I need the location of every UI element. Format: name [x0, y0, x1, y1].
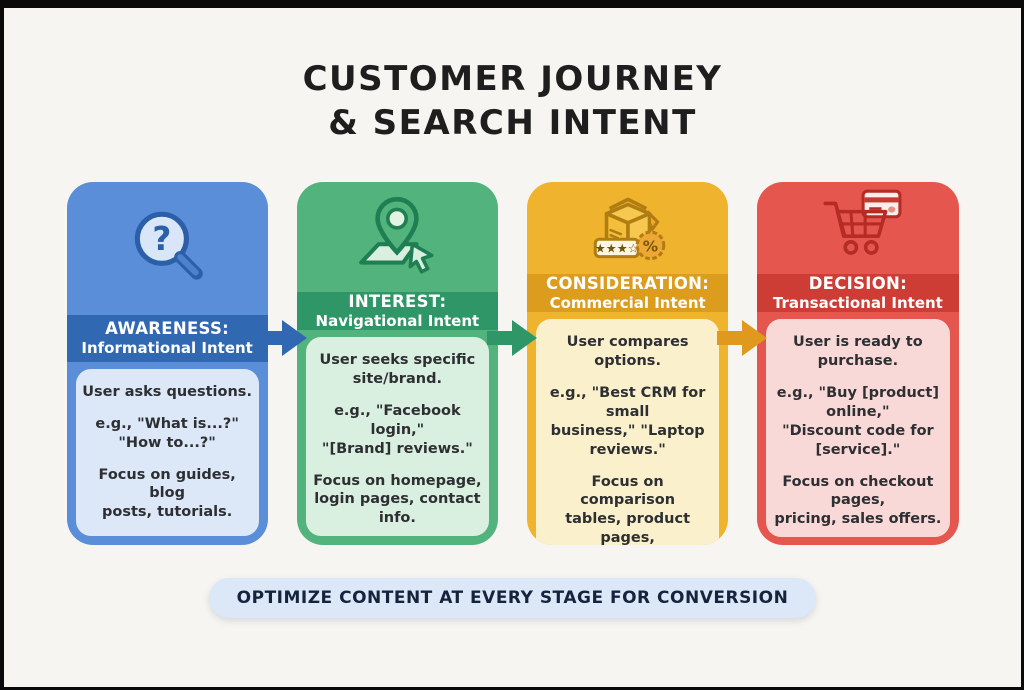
page-title: CUSTOMER JOURNEY & SEARCH INTENT — [302, 59, 723, 143]
stage-label: INTEREST: — [348, 291, 447, 311]
stage-focus-text: Focus on checkout pages, pricing, sales … — [774, 473, 942, 528]
stage-card-consideration: ★★★☆ % CONSIDERATION: Commercial Intent … — [527, 182, 729, 546]
stage-card-interest: INTEREST: Navigational Intent User seeks… — [296, 182, 498, 546]
stage-user-text: User is ready to purchase. — [793, 334, 923, 370]
footer-banner: OPTIMIZE CONTENT AT EVERY STAGE FOR CONV… — [208, 578, 817, 619]
intent-label: Transactional Intent — [772, 294, 943, 313]
svg-text:%: % — [642, 238, 657, 256]
stage-body-decision: User is ready to purchase. e.g., "Buy [p… — [766, 319, 950, 538]
stage-body-interest: User seeks specific site/brand. e.g., "F… — [305, 337, 489, 537]
stage-band-decision: DECISION: Transactional Intent — [757, 274, 959, 313]
stage-card-decision: DECISION: Transactional Intent User is r… — [757, 182, 959, 546]
stage-focus-text: Focus on comparison tables, product page… — [565, 473, 691, 546]
stage-focus-text: Focus on guides, blog posts, tutorials. — [98, 466, 236, 521]
svg-text:?: ? — [153, 220, 172, 258]
stage-focus-text: Focus on homepage, login pages, contact … — [313, 472, 482, 527]
stage-example-text: e.g., "What is...?" "How to...?" — [95, 415, 239, 451]
stage-example-text: e.g., "Buy [product] online," "Discount … — [776, 385, 939, 458]
stage-card-awareness: ? AWARENESS: Informational Intent User a… — [66, 182, 268, 546]
svg-text:★★★☆: ★★★☆ — [594, 242, 638, 256]
stage-user-text: User seeks specific site/brand. — [319, 352, 476, 388]
journey-stages-row: ? AWARENESS: Informational Intent User a… — [66, 182, 959, 546]
stage-icon-area: ★★★☆ % — [527, 182, 728, 274]
shopping-cart-credit-card-icon — [823, 189, 902, 255]
intent-label: Navigational Intent — [315, 311, 480, 330]
stage-label: DECISION: — [808, 274, 908, 294]
stage-label: CONSIDERATION: — [546, 274, 710, 294]
stage-body-awareness: User asks questions. e.g., "What is...?"… — [75, 369, 259, 537]
infographic-canvas: CUSTOMER JOURNEY & SEARCH INTENT ? AWARE… — [4, 8, 1021, 687]
stage-example-text: e.g., "Facebook login," "[Brand] reviews… — [321, 402, 473, 457]
stage-icon-area — [757, 182, 958, 274]
stage-label: AWARENESS: — [105, 319, 230, 339]
stage-band-awareness: AWARENESS: Informational Intent — [66, 315, 268, 363]
stage-body-consideration: User compares options. e.g., "Best CRM f… — [536, 319, 720, 546]
stage-band-consideration: CONSIDERATION: Commercial Intent — [527, 274, 729, 313]
intent-label: Informational Intent — [81, 339, 253, 358]
product-box-rating-discount-icon: ★★★☆ % — [593, 197, 665, 261]
stage-user-text: User asks questions. — [82, 384, 252, 401]
stage-icon-area — [297, 182, 498, 292]
intent-label: Commercial Intent — [549, 294, 706, 313]
stage-icon-area: ? — [67, 182, 268, 315]
arrow-consideration-to-decision — [716, 320, 767, 357]
map-pin-cursor-icon — [359, 196, 434, 274]
footer-banner-wrap: OPTIMIZE CONTENT AT EVERY STAGE FOR CONV… — [4, 578, 1021, 619]
arrow-awareness-to-interest — [256, 320, 307, 357]
stage-example-text: e.g., "Best CRM for small business," "La… — [549, 385, 706, 458]
stage-user-text: User compares options. — [566, 334, 689, 370]
magnifier-question-icon: ? — [134, 211, 203, 280]
arrow-interest-to-consideration — [486, 320, 537, 357]
stage-band-interest: INTEREST: Navigational Intent — [296, 291, 498, 331]
